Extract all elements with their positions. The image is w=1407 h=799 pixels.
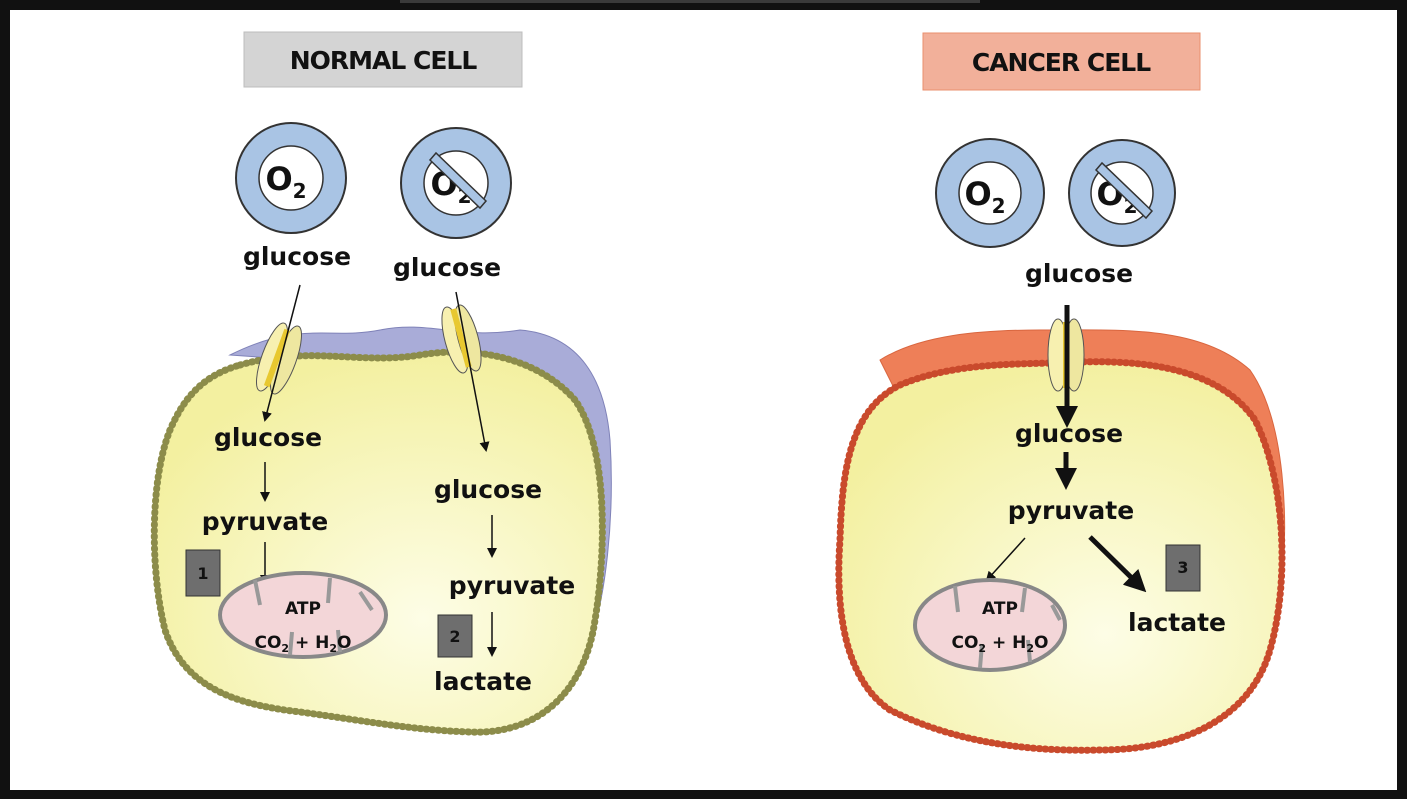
arrow — [262, 284, 301, 422]
glucose-inside-anaerobic: glucose — [434, 475, 542, 504]
mitochondrion: ATP CO2 + H2O — [913, 578, 1067, 672]
step-number: 1 — [197, 564, 208, 583]
step-number: 2 — [449, 627, 460, 646]
pyruvate-cancer: pyruvate — [1008, 496, 1134, 525]
svg-text:O2: O2 — [265, 160, 306, 203]
no-oxygen-icon: O2 — [400, 127, 512, 239]
cancer-cell-panel: CANCER CELL O2 O2 glucose glucos — [835, 32, 1286, 754]
svg-text:CO2 + H2O: CO2 + H2O — [254, 633, 351, 655]
step-box-2 — [437, 614, 473, 658]
lactate-cancer: lactate — [1128, 608, 1226, 637]
pyruvate-aerobic: pyruvate — [202, 507, 328, 536]
top-bar — [400, 0, 980, 3]
cancer-cell-title: CANCER CELL — [972, 48, 1151, 77]
glucose-outside-aerobic: glucose — [243, 242, 351, 271]
svg-text:CO2 + H2O: CO2 + H2O — [951, 633, 1048, 655]
glucose-inside-aerobic: glucose — [214, 423, 322, 452]
normal-cell-panel: NORMAL CELL O2 O2 glucose glucose — [150, 31, 612, 736]
oxygen-icon: O2 — [935, 138, 1045, 248]
mitochondrion: ATP CO2 + H2O — [218, 571, 388, 659]
normal-cell-body — [150, 348, 606, 736]
normal-cell-title: NORMAL CELL — [290, 46, 478, 75]
glucose-outside-cancer: glucose — [1025, 259, 1133, 288]
glucose-inside-cancer: glucose — [1015, 419, 1123, 448]
pyruvate-anaerobic: pyruvate — [449, 571, 575, 600]
svg-text:O2: O2 — [964, 175, 1005, 218]
arrow — [455, 291, 490, 452]
oxygen-icon: O2 — [235, 122, 347, 234]
glucose-transporter — [256, 322, 302, 395]
step-box-1 — [185, 549, 221, 597]
no-oxygen-icon: O2 — [1068, 139, 1176, 247]
svg-text:ATP: ATP — [982, 599, 1018, 619]
glucose-outside-anaerobic: glucose — [393, 253, 501, 282]
cancer-cell-title-box — [922, 32, 1201, 91]
normal-cell-title-box — [243, 31, 523, 88]
lactate-normal: lactate — [434, 667, 532, 696]
step-number: 3 — [1177, 558, 1188, 577]
svg-text:ATP: ATP — [285, 599, 321, 619]
thick-arrow — [1088, 535, 1147, 593]
step-box-3 — [1165, 544, 1201, 592]
arrow — [985, 537, 1026, 582]
